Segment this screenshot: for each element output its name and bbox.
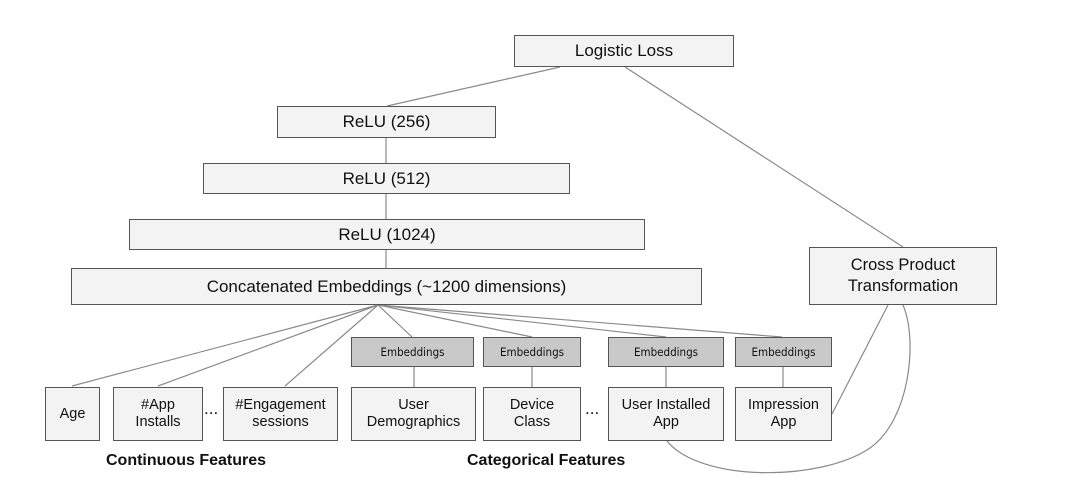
embeddings-box-device: Embeddings	[483, 337, 581, 367]
feature-age: Age	[45, 387, 100, 441]
embeddings-box-installed-app: Embeddings	[608, 337, 724, 367]
cross-product-transformation-node: Cross Product Transformation	[809, 247, 997, 305]
embeddings-box-impression-app: Embeddings	[735, 337, 832, 367]
categorical-features-label: Categorical Features	[467, 452, 626, 469]
logistic-loss-node: Logistic Loss	[514, 35, 734, 67]
feature-impression-app: Impression App	[735, 387, 832, 441]
continuous-features-label: Continuous Features	[106, 452, 267, 469]
edge-cross-to-loss	[624, 66, 904, 248]
edge-emb1-to-concat	[377, 304, 413, 338]
concatenated-embeddings-layer: Concatenated Embeddings (~1200 dimension…	[71, 268, 702, 305]
feature-engagement-sessions: #Engagement sessions	[223, 387, 338, 441]
feature-device-class: Device Class	[483, 387, 581, 441]
edge-emb4-to-concat	[377, 304, 783, 338]
edge-emb2-to-concat	[377, 304, 533, 338]
edge-installs-to-concat	[157, 304, 379, 387]
edge-impression-to-cross	[831, 304, 889, 415]
ellipsis-categorical: ...	[585, 399, 600, 418]
relu-256-layer: ReLU (256)	[277, 106, 496, 138]
edge-emb3-to-concat	[377, 304, 667, 338]
relu-512-layer: ReLU (512)	[203, 163, 570, 194]
relu-1024-layer: ReLU (1024)	[129, 219, 645, 250]
embeddings-box-demographics: Embeddings	[351, 337, 474, 367]
feature-user-installed-app: User Installed App	[608, 387, 724, 441]
feature-app-installs: #App Installs	[113, 387, 203, 441]
feature-user-demographics: User Demographics	[351, 387, 476, 441]
edge-engagement-to-concat	[284, 304, 379, 387]
ellipsis-continuous: ...	[204, 399, 219, 418]
edge-installed-to-cross	[666, 304, 911, 474]
edge-relu256-to-loss	[386, 66, 561, 107]
edge-age-to-concat	[71, 304, 379, 387]
